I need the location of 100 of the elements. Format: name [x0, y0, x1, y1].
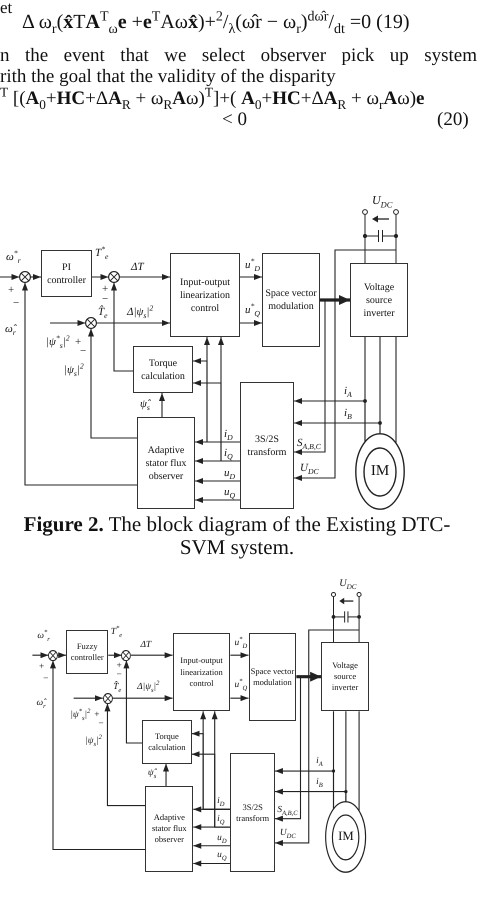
sign-label: +: [94, 710, 100, 721]
connector-line: [358, 711, 360, 811]
equation: Δ ω$_{r}$(x̂TA$^{T}$$_{ω}$e +e$^{T}$Aωx̂)+$^{2}$/$_{λ}$(ω̂r − ω$_{r}$)$^{dω̂r}$/$_{dt}$ =0 (19): [22, 11, 410, 33]
body-text: et: [0, 0, 12, 18]
connector-line: [395, 337, 397, 444]
arrow: [88, 328, 137, 439]
motor-symbol: IM: [355, 433, 405, 510]
motor-symbol: IM: [325, 800, 366, 873]
edge-label: u$_{D}$: [217, 832, 227, 843]
arrow: [274, 676, 302, 822]
edge-label: ΔT: [140, 640, 152, 651]
arrow: [130, 652, 173, 658]
process-box: Fuzzy controller: [66, 630, 108, 674]
arrow: [274, 629, 360, 846]
process-box: Space vector modulation: [248, 632, 296, 721]
edge-label: ψ̂$_{s}$: [140, 398, 150, 410]
body-text: n the event that we select observer pick up system: [0, 46, 477, 67]
sign-label: −: [116, 670, 122, 680]
arrow: [195, 497, 240, 503]
arrow: [22, 282, 137, 486]
edge-label: U$_{DC}$: [300, 462, 319, 474]
body-text: rith the goal that the validity of the disparity: [0, 67, 336, 88]
sign-label: +: [116, 660, 122, 672]
arrow: [200, 711, 230, 810]
summing-junction: [108, 271, 120, 283]
figure-caption: Figure 2. The block diagram of the Existing DTC-SVM system.: [22, 513, 452, 560]
edge-label: |ψ$^{*}$$_{s}$|$^{2}$: [46, 336, 70, 348]
arrow: [58, 652, 66, 658]
edge-label: u$_{Q}$: [217, 850, 227, 861]
sign-label: −: [13, 297, 20, 310]
edge-label: u$_{Q}$: [224, 486, 236, 498]
edge-label: i$_{B}$: [344, 407, 352, 420]
equation: < 0: [222, 110, 247, 131]
process-box: Input-output linearization control: [170, 253, 240, 337]
arrow: [294, 249, 396, 481]
sign-label: −: [102, 293, 108, 305]
edge-label: i$_{B}$: [316, 776, 323, 787]
sign-label: +: [38, 662, 44, 672]
edge-label: i$_{A}$: [344, 385, 352, 398]
arrow: [240, 320, 262, 326]
edge-label: ΔT: [131, 261, 144, 274]
edge-label: i$_{D}$: [217, 796, 224, 807]
process-box: PI controller: [41, 250, 92, 297]
arrow: [120, 274, 170, 280]
voltage-label: U$_{DC}$: [372, 194, 392, 208]
process-box: Input-output linearization control: [172, 632, 230, 712]
arrow: [193, 860, 230, 866]
arrow: [30, 274, 41, 280]
arrow: [294, 299, 326, 455]
arrow: [240, 274, 262, 280]
equation: $^{T}$ [(A$_{0}$+HC+ΔA$_{R}$ + ω$_{R}$Aω)$^{T}$]+( A$_{0}$+HC+ΔA$_{R}$ + ω$_{r}$Aω)e: [0, 89, 424, 110]
edge-label: |ψ$_{s}$|$^{2}$: [85, 736, 102, 747]
arrow: [212, 711, 230, 828]
arrow: [230, 652, 249, 658]
arrow: [50, 660, 146, 850]
process-box: Voltage source inverter: [350, 263, 408, 337]
arrow: [92, 274, 108, 280]
arrow: [296, 672, 322, 682]
arrow: [274, 788, 346, 802]
edge-label: T̂$_{e}$: [98, 306, 108, 318]
sign-label: −: [43, 674, 48, 684]
process-box: Adaptive stator flux observer: [137, 417, 195, 509]
process-box: Torque calculation: [133, 346, 193, 393]
edge-label: i$_{A}$: [316, 756, 323, 766]
arrow: [294, 420, 381, 434]
edge-label: i$_{Q}$: [224, 447, 233, 460]
arrow: [123, 660, 142, 744]
edge-label: i$_{D}$: [224, 428, 233, 440]
sign-label: −: [80, 345, 86, 358]
edge-label: ω̂$_{r}$: [5, 323, 16, 336]
summing-junction: [85, 317, 97, 329]
arrow: [111, 282, 133, 372]
edge-label: U$_{DC}$: [280, 828, 296, 838]
arrow: [159, 393, 165, 417]
process-box: 3S/2S transform: [230, 753, 275, 872]
process-box: Torque calculation: [142, 720, 192, 764]
process-box: Voltage source inverter: [321, 642, 369, 712]
process-box: Adaptive stator flux observer: [145, 786, 194, 872]
arrow: [230, 695, 249, 702]
edge-label: ω̂$_{r}$: [36, 698, 46, 708]
summing-junction: [102, 692, 112, 704]
voltage-label: U$_{DC}$: [339, 578, 357, 589]
arrow: [195, 478, 240, 484]
arrow: [96, 320, 170, 326]
process-box: Space vector modulation: [262, 253, 320, 347]
arrow: [0, 274, 20, 280]
edge-label: Δ|ψ$_{s}$|$^{2}$: [137, 682, 160, 693]
summing-junction: [48, 650, 58, 661]
sign-label: +: [8, 284, 14, 296]
edge-label: |ψ$_{s}$|$^{2}$: [64, 364, 84, 376]
arrow: [74, 695, 103, 702]
arrow: [294, 398, 366, 442]
arrow: [163, 764, 170, 786]
sign-label: −: [98, 718, 104, 729]
edge-label: u$_{D}$: [224, 467, 236, 480]
edge-label: S$_{A,B,C}$: [297, 437, 321, 450]
edge-label: i$_{Q}$: [217, 814, 224, 824]
arrow: [218, 337, 240, 462]
summing-junction: [19, 271, 31, 283]
process-box: 3S/2S transform: [240, 382, 294, 509]
